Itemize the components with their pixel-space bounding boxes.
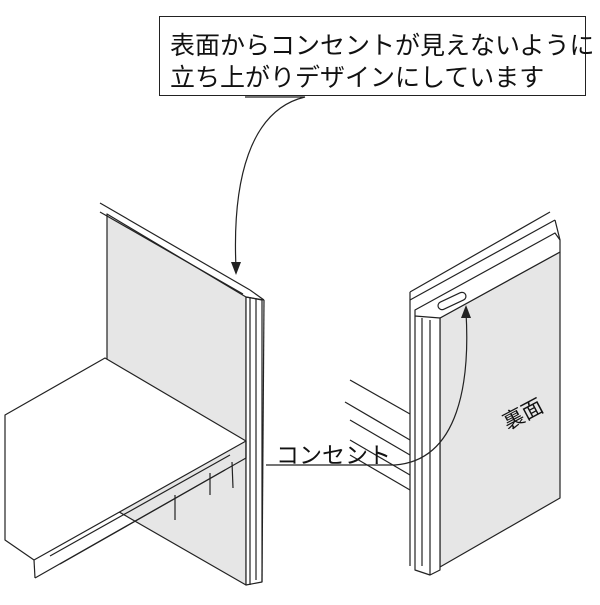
left-desk (4, 357, 247, 579)
callout-leader (234, 96, 306, 269)
arrowhead-down-icon (231, 262, 241, 275)
right-end-post (414, 315, 441, 576)
outlet-leader (266, 311, 468, 466)
left-desktop (4, 357, 247, 561)
callout-text-line1: 表面からコンセントが見えないように (170, 31, 595, 60)
callout-text-line2: 立ち上がりデザインにしています (170, 63, 545, 92)
outlet-label: コンセント (276, 443, 391, 469)
arrowhead-up-icon (461, 305, 471, 318)
right-partition (344, 211, 561, 576)
left-end-post (245, 296, 263, 586)
outlet-slot (437, 291, 467, 311)
callout-box (159, 16, 586, 96)
